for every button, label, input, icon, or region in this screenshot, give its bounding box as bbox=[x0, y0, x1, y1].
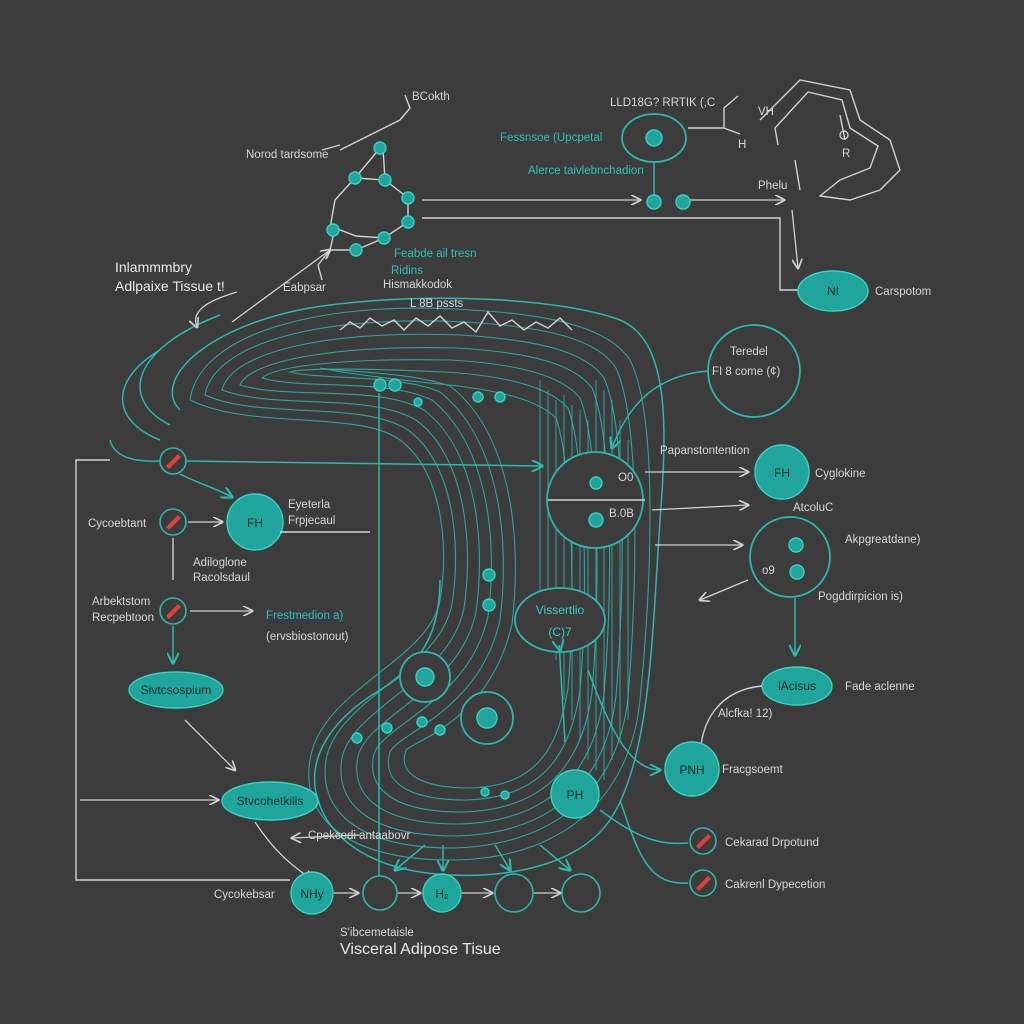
label-racolsdaut: Racolsdaul bbox=[193, 572, 250, 584]
label-iacisus: lAcisus bbox=[778, 679, 816, 693]
pnh-circle bbox=[664, 741, 720, 797]
label-cycokebsar: Cycokebsar bbox=[214, 889, 275, 901]
arrow-akp-back bbox=[700, 579, 749, 600]
label-norod: Norod tardsome bbox=[246, 149, 328, 161]
connector-cekard1 bbox=[599, 809, 689, 845]
label-arbektstom: Arbektstom bbox=[92, 596, 150, 608]
label-adiloglone: Adiloglone bbox=[193, 557, 247, 569]
label-akpgreatldane: Akpgreatdane) bbox=[845, 534, 921, 546]
arrow-red1-center bbox=[185, 461, 542, 466]
arrow-to-bottom-red1 bbox=[395, 844, 426, 870]
arrow-to-stvco bbox=[184, 719, 235, 770]
arrow-eabpsar bbox=[231, 250, 330, 323]
label-nh-oval: NI bbox=[827, 284, 839, 298]
label-cyglokine: Cyglokine bbox=[815, 468, 866, 480]
label-alerce: Alerce taivlebnchadion bbox=[528, 165, 644, 177]
title-line1: Inlammmbry bbox=[115, 259, 192, 275]
label-lbbpsts: L 8B pssts bbox=[410, 298, 464, 310]
arrow-to-bottom-red2 bbox=[494, 844, 510, 870]
sivtcsospium-oval bbox=[128, 671, 224, 709]
label-fracgsoemt: Fracgsoemt bbox=[722, 764, 784, 776]
title-line2: Adlpaixe Tissue t! bbox=[115, 278, 225, 294]
label-recpebtoon: Recpebtoon bbox=[92, 612, 154, 624]
scattered-nodes bbox=[351, 378, 510, 800]
arrow-center-right bbox=[651, 505, 748, 510]
arrow-to-bottom-red3 bbox=[539, 844, 570, 870]
label-bcokh: BCokth bbox=[412, 91, 450, 103]
label-teredel: Teredel bbox=[730, 346, 768, 358]
bottom-red-2 bbox=[494, 873, 534, 913]
label-oo: O0 bbox=[618, 472, 633, 484]
label-bmb: B.0B bbox=[609, 508, 634, 520]
label-bottom-main: Visceral Adipose Tisue bbox=[340, 941, 501, 958]
stvcohetkilis-oval bbox=[221, 781, 319, 821]
label-fi8: FI 8 come (¢) bbox=[712, 366, 781, 378]
arrow-to-pnh bbox=[587, 669, 660, 770]
label-fade: Fade aclenne bbox=[845, 681, 915, 693]
arrow-title-down bbox=[196, 291, 238, 327]
label-nh-bottom: NHy bbox=[300, 887, 323, 901]
ring-structure bbox=[759, 79, 901, 201]
label-cekard1: Cekarad Drpotund bbox=[725, 837, 819, 849]
h2-circle bbox=[422, 873, 462, 913]
label-cycoebtant: Cycoebtant bbox=[88, 518, 147, 530]
label-atcoluc: AtcoluC bbox=[793, 502, 833, 514]
label-fessnsc: Fessnsoe (Upcpetal bbox=[500, 132, 602, 144]
label-r: R bbox=[842, 148, 850, 160]
label-eabpsar: Eabpsar bbox=[283, 282, 326, 294]
visserthio-cell bbox=[514, 587, 606, 653]
connector-cekard2 bbox=[619, 799, 689, 884]
label-pogddirpicion: Pogddirpicion is) bbox=[818, 591, 903, 603]
bottom-red-3 bbox=[561, 873, 601, 913]
fh-left-circle bbox=[226, 493, 284, 551]
label-histomakok: Hismakkodok bbox=[383, 279, 452, 291]
bottom-red-1 bbox=[362, 875, 398, 911]
fh-right-circle bbox=[754, 444, 810, 500]
akp-circle bbox=[749, 516, 831, 598]
arrow-cpekcedi bbox=[292, 835, 361, 838]
connector-top bbox=[422, 217, 800, 291]
label-cekard2: Cakrenl Dypecetion bbox=[725, 879, 825, 891]
arrow-to-fh-left bbox=[179, 473, 232, 497]
label-alclkes: Alcfka! 12) bbox=[718, 708, 772, 720]
label-o9: o9 bbox=[762, 565, 775, 577]
label-frestmedion: Frestmedion a) bbox=[266, 610, 344, 622]
label-frpjecaul: Frpjecaul bbox=[288, 515, 335, 527]
label-indrco: LLD18G? RRTIK (,C bbox=[610, 97, 715, 109]
arrow-teredel-center bbox=[612, 370, 709, 448]
label-ridins: Ridins bbox=[391, 265, 423, 277]
label-fh-right: FH bbox=[774, 466, 790, 480]
ph-center-circle bbox=[550, 769, 600, 819]
arrow-to-nh bbox=[791, 209, 798, 268]
label-ervsbiost: (ervsbiostonout) bbox=[266, 631, 349, 643]
label-vh: VH bbox=[758, 106, 774, 118]
arrow-stvco-nh bbox=[254, 821, 312, 880]
label-eyeteria: Eyeterla bbox=[288, 499, 331, 511]
nh-bottom-circle bbox=[290, 871, 334, 915]
label-visserthio: Vissertlio bbox=[536, 603, 585, 617]
label-bottom-small: S'ibcemetaisle bbox=[340, 927, 414, 939]
left-bracket bbox=[75, 459, 290, 881]
label-h2: H₂ bbox=[435, 887, 449, 901]
molecule-network bbox=[317, 94, 415, 281]
nh-oval bbox=[797, 270, 869, 312]
label-paneatsotention: Papanstontention bbox=[660, 445, 750, 457]
label-c9: (C)7 bbox=[548, 625, 572, 639]
label-stvcohetkilis: Stvcohetkilis bbox=[237, 794, 304, 808]
arrow-up-visserthio bbox=[559, 646, 566, 743]
label-carspotom: Carspotom bbox=[875, 286, 931, 298]
tissue-to-red1 bbox=[109, 439, 161, 462]
label-phelu: Phelu bbox=[758, 180, 787, 192]
membrane-wave bbox=[339, 310, 573, 334]
label-cpekcedi: Cpekcedi antaabovr bbox=[308, 830, 410, 842]
label-ph-center: PH bbox=[567, 788, 584, 802]
central-tissue-lines bbox=[121, 297, 665, 877]
label-feabde: Feabde ail tresn bbox=[394, 248, 476, 260]
label-pnh: PNH bbox=[679, 763, 704, 777]
label-sivtcsospium: Sivtcsospium bbox=[141, 683, 212, 697]
label-fh-left: FH bbox=[247, 516, 263, 530]
label-h: H bbox=[738, 139, 746, 151]
